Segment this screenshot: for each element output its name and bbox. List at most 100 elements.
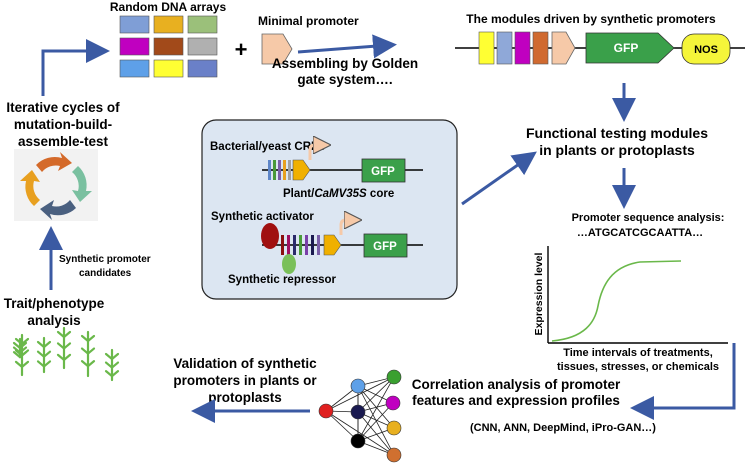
plant-core-label: Plant/CaMV35S core: [283, 188, 394, 200]
network-edge: [325, 376, 395, 412]
models-label: (CNN, ANN, DeepMind, iPro-GAN…): [470, 422, 656, 434]
construct-2-gfp-box: [363, 233, 408, 258]
network-edge: [357, 376, 395, 442]
dna-array-cell: [187, 15, 218, 34]
expression-curve-plot: [547, 246, 728, 344]
arrow-panel-to-functional: [461, 151, 537, 206]
synthetic-repressor-label: Synthetic repressor: [228, 274, 337, 286]
module-cre-element: [532, 31, 549, 65]
module-nos-box: [681, 33, 731, 65]
dna-array-cell: [187, 59, 218, 78]
cre-element: [278, 160, 281, 180]
network-edge: [357, 385, 395, 456]
module-gfp-arrow: [585, 32, 675, 64]
network-edge: [325, 410, 359, 442]
seedling: [56, 326, 72, 370]
cre-element: [283, 160, 286, 180]
cycle-icon: [14, 149, 98, 221]
dna-array-cell: [153, 59, 184, 78]
construct-2-tss-arrow: [339, 220, 356, 235]
construct-1-promoter: [292, 159, 311, 181]
arrow-to-assembling: [297, 34, 397, 59]
synthetic-cre-element: [281, 235, 284, 255]
dna-array-cell: [119, 37, 150, 56]
dna-array-cell: [119, 15, 150, 34]
synthetic-cre-element: [287, 235, 290, 255]
arrow-iterative-to-dna-arrays: [41, 39, 110, 96]
synthetic-cre-element: [305, 235, 308, 255]
network-edge: [357, 376, 395, 413]
cre-element: [268, 160, 271, 180]
module-gfp-label: GFP: [614, 41, 639, 55]
validation-line-1: Validation of synthetic: [173, 356, 317, 371]
arrow-analysis-to-correlation: [630, 343, 736, 420]
cre-element: [288, 160, 291, 180]
network-node: [318, 403, 334, 419]
seedling: [12, 337, 28, 359]
module-minimal-promoter: [551, 31, 576, 65]
synthetic-activator-protein: [261, 223, 279, 249]
network-node: [350, 378, 366, 394]
candidates-line-2: candidates: [79, 268, 132, 279]
network-edge: [357, 402, 394, 442]
functional-line-1: Functional testing modules: [526, 125, 708, 141]
network-edge: [357, 411, 395, 456]
construct-1-tss-arrow: [308, 145, 325, 160]
seedling: [36, 336, 52, 374]
synthetic-cre-element: [293, 235, 296, 255]
module-nos-label: NOS: [694, 44, 718, 56]
module-cre-element: [514, 31, 531, 65]
candidates-line-1: Synthetic promoter: [59, 254, 151, 265]
random-dna-arrays-label: Random DNA arrays: [110, 0, 227, 14]
time-intervals-line-1: Time intervals of treatments,: [563, 347, 713, 359]
synthetic-cre-element: [311, 235, 314, 255]
synthetic-repressor-protein: [282, 254, 296, 274]
construct-1-gfp-box: [361, 158, 406, 183]
expression-curve: [551, 260, 682, 342]
seedling: [104, 348, 120, 382]
functional-line-2: in plants or protoplasts: [539, 142, 695, 158]
iterative-line-1: Iterative cycles of: [6, 100, 120, 115]
plant-seedlings-icon: [12, 326, 120, 382]
minimal-promoter-label: Minimal promoter: [258, 14, 359, 28]
network-node: [385, 395, 401, 411]
trait-line-2: analysis: [27, 313, 80, 328]
module-cre-element: [478, 31, 495, 65]
cre-element: [273, 160, 276, 180]
synthetic-cre-element: [317, 235, 320, 255]
modules-title: The modules driven by synthetic promoter…: [466, 12, 716, 26]
correlation-line-2: features and expression profiles: [412, 393, 620, 408]
module-elements: [478, 31, 549, 65]
synthetic-activator-label: Synthetic activator: [211, 211, 314, 223]
promoter-seq-title: Promoter sequence analysis:: [572, 212, 725, 224]
dna-array-cell: [153, 15, 184, 34]
minimal-promoter-shape: [261, 33, 293, 65]
assembling-line-2: gate system….: [297, 72, 392, 87]
network-node: [386, 369, 402, 385]
construct-1-gfp-label: GFP: [371, 166, 395, 178]
expression-level-axis-label: Expression level: [533, 252, 545, 335]
synthetic-cre-elements: [281, 235, 320, 255]
dna-array-cell: [187, 37, 218, 56]
assembling-line-1: Assembling by Golden: [272, 56, 418, 71]
plus-sign: +: [235, 37, 248, 62]
iterative-line-3: assemble-test: [18, 134, 109, 149]
seedling: [80, 330, 96, 378]
iterative-line-2: mutation-build-: [14, 117, 112, 132]
dna-array-cell: [153, 37, 184, 56]
network-node: [386, 447, 402, 463]
bacterial-cre-elements: [268, 160, 291, 180]
validation-line-3: protoplasts: [208, 390, 282, 405]
module-cre-element: [496, 31, 513, 65]
time-intervals-line-2: tissues, stresses, or chemicals: [557, 361, 719, 373]
correlation-line-1: Correlation analysis of promoter: [412, 377, 621, 392]
bacterial-cres-label: Bacterial/yeast CREs: [210, 141, 325, 153]
neural-network-graph: [318, 369, 402, 463]
construct-2-promoter: [323, 234, 342, 256]
dna-array-cell: [119, 59, 150, 78]
promoter-seq-value: …ATGCATCGCAATTA…: [577, 227, 703, 239]
network-node: [386, 420, 402, 436]
trait-line-1: Trait/phenotype: [4, 296, 105, 311]
network-node: [350, 404, 366, 420]
